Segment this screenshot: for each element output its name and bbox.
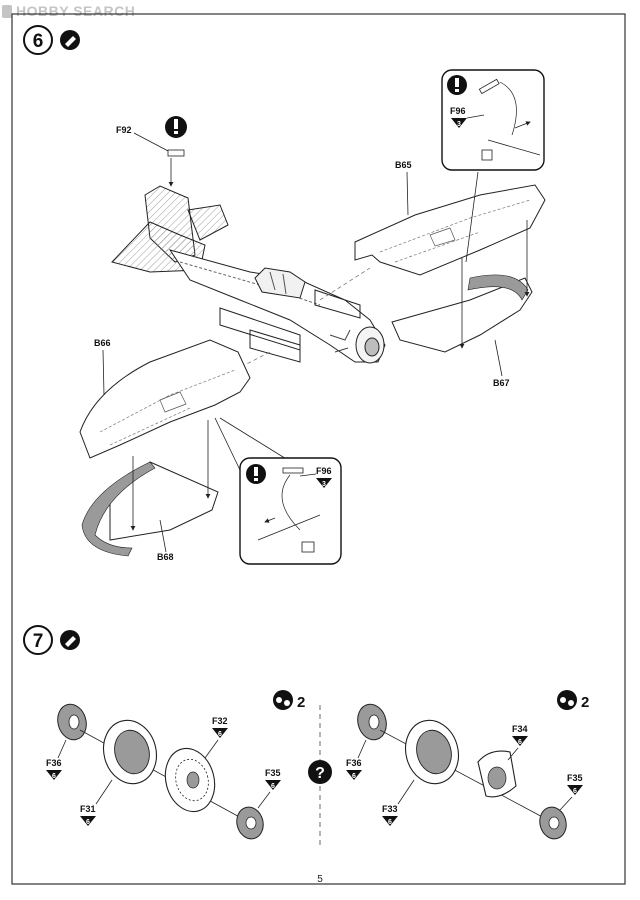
watermark-logo-icon <box>2 4 12 18</box>
page-number: 5 <box>317 874 323 885</box>
make-two-icon <box>557 690 577 710</box>
part-label-f35: F35 <box>265 768 281 778</box>
right-wing-b65: B65 <box>354 160 546 276</box>
svg-text:6: 6 <box>518 739 522 746</box>
assemble-count: 2 <box>297 694 305 711</box>
svg-text:6: 6 <box>218 731 222 738</box>
part-label-f31: F31 <box>80 804 96 814</box>
right-wing-lower-b67: B67 <box>391 220 533 388</box>
left-wing-b66: B66 <box>79 338 251 459</box>
part-label-f35: F35 <box>567 773 583 783</box>
part-label-b66: B66 <box>94 338 111 348</box>
part-label-b65: B65 <box>395 160 412 170</box>
part-label-f92: F92 <box>116 125 132 135</box>
step-7-header: 7 <box>23 625 80 655</box>
part-label-f36: F36 <box>46 758 62 768</box>
svg-text:6: 6 <box>573 788 577 795</box>
part-label-f36: F36 <box>346 758 362 768</box>
detail-inset-top: F96 3 <box>441 69 545 263</box>
part-qty: 3 <box>457 121 461 128</box>
svg-text:6: 6 <box>271 783 275 790</box>
svg-text:6: 6 <box>352 773 356 780</box>
watermark-text: HOBBY SEARCH <box>16 3 136 19</box>
step-number-badge <box>23 25 53 55</box>
part-label-f34: F34 <box>512 724 528 734</box>
part-label-f33: F33 <box>382 804 398 814</box>
make-two-icon <box>273 690 293 710</box>
svg-text:6: 6 <box>388 819 392 826</box>
part-label-f96: F96 <box>450 106 466 116</box>
left-wing-lower-b68: B68 <box>81 420 219 562</box>
question-icon: ? <box>308 760 332 784</box>
part-label-f32: F32 <box>212 716 228 726</box>
step-number: 6 <box>33 31 44 52</box>
part-label-b68: B68 <box>157 552 174 562</box>
svg-text:6: 6 <box>86 819 90 826</box>
watermark: HOBBY SEARCH <box>2 3 135 19</box>
svg-text:6: 6 <box>52 773 56 780</box>
part-label-f96: F96 <box>316 466 332 476</box>
detail-inset-bottom: F96 3 <box>214 417 342 565</box>
page-border <box>11 13 626 885</box>
step-number: 7 <box>33 631 44 652</box>
wheel-assembly-left: 2 F36 6 F31 6 F32 6 F35 6 <box>46 690 305 840</box>
wheel-assembly-right: 2 F36 6 F33 6 F34 6 F35 6 <box>346 690 589 840</box>
callout-f92: F92 <box>116 116 187 187</box>
assemble-count: 2 <box>581 694 589 711</box>
fuselage-assembly <box>111 185 386 364</box>
svg-text:?: ? <box>315 765 325 782</box>
step-6-header: 6 <box>23 25 80 55</box>
part-qty: 3 <box>322 481 326 488</box>
step-number-badge <box>23 625 53 655</box>
part-label-b67: B67 <box>493 378 510 388</box>
